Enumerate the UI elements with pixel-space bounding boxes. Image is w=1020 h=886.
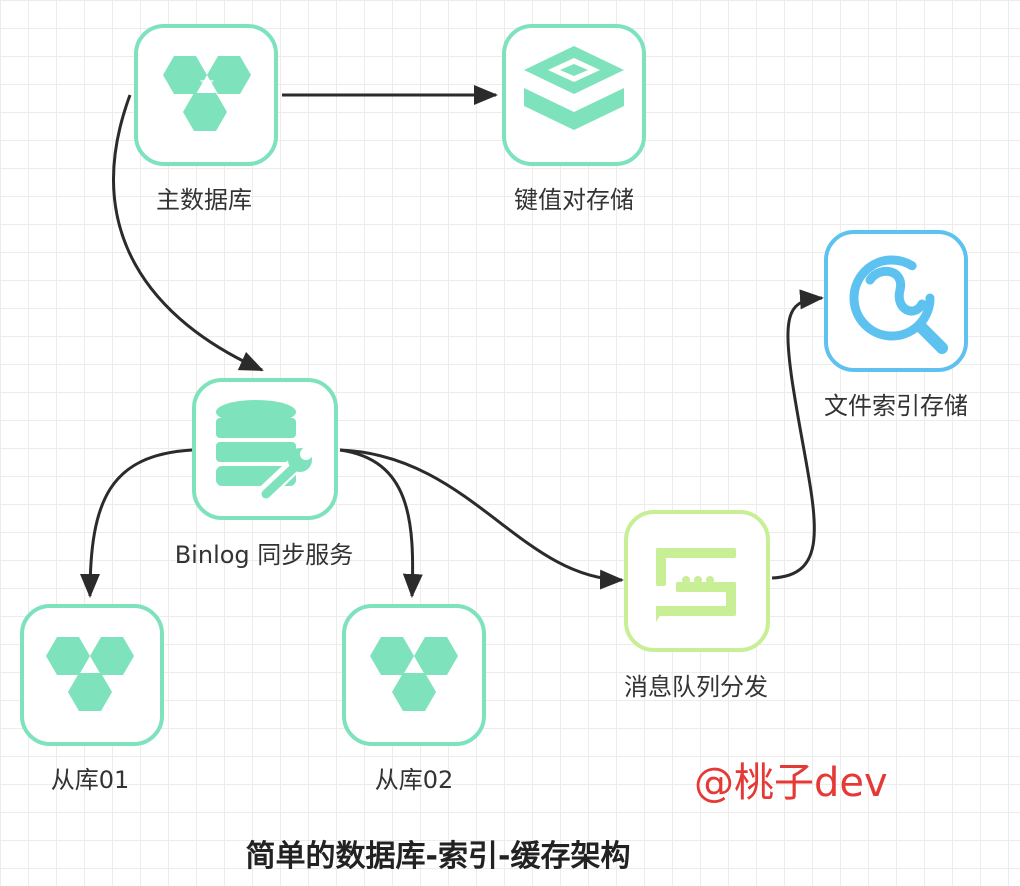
node-mq-label: 消息队列分发 [624,673,768,701]
node-replica1-label: 从库01 [51,766,130,794]
node-binlog-label: Binlog 同步服务 [175,541,354,569]
node-replica2[interactable]: 从库02 [342,604,486,794]
edge-binlog-to-replica1 [80,448,193,598]
node-replica2-label: 从库02 [375,766,454,794]
node-replica1[interactable]: 从库01 [20,604,164,794]
hexagon-cluster-icon [370,637,458,711]
node-main-db[interactable]: 主数据库 [134,24,278,214]
message-bracket-icon [656,548,736,622]
hexagon-cluster-icon [46,637,134,711]
node-search-label: 文件索引存储 [824,392,968,420]
hexagon-cluster-icon [163,56,251,131]
database-wrench-icon [216,400,312,502]
watermark: @桃子dev [694,760,888,806]
diagram-caption: 简单的数据库-索引-缓存架构 [246,839,631,874]
node-mq[interactable]: 消息队列分发 [624,510,770,701]
edge-mq-to-search [771,289,824,580]
node-search[interactable]: 文件索引存储 [824,230,968,420]
edge-binlog-to-replica2 [339,448,423,598]
node-kv-store-label: 键值对存储 [514,186,634,214]
node-kv-store[interactable]: 键值对存储 [502,24,646,214]
node-main-db-label: 主数据库 [156,186,252,214]
edge-main-to-binlog [112,94,264,372]
stacked-layers-icon [524,46,624,130]
edge-binlog-to-mq [339,448,624,590]
node-binlog[interactable]: Binlog 同步服务 [175,378,354,569]
search-index-icon [849,255,948,354]
edges [80,85,824,598]
